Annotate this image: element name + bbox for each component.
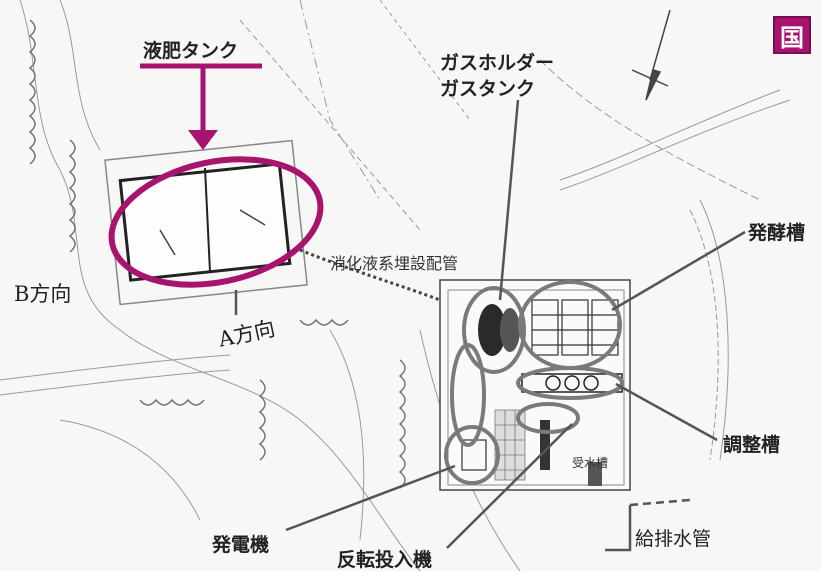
liquid-fertilizer-tank-structure (104, 139, 308, 306)
slope-edge-marks (28, 19, 406, 489)
category-badge: 国 (773, 16, 811, 54)
label-digestate-pipe: 消化液系埋設配管 (330, 254, 459, 273)
label-reverse-feeder: 反転投入機 (337, 549, 433, 571)
fertilizer-tank-highlight (108, 156, 324, 288)
digestate-pipe-line (299, 248, 441, 302)
label-gas-tank: ガスタンク (440, 78, 536, 100)
fertilizer-tank-arrow (140, 63, 262, 150)
callout-leaders (234, 99, 746, 552)
label-generator: 発電機 (212, 534, 270, 556)
highlight-rings (444, 280, 624, 485)
label-liquid-fertilizer-tank: 液肥タンク (143, 40, 239, 62)
label-direction-b: B方向 (14, 282, 72, 306)
label-receiving-tank: 受水槽 (572, 456, 609, 470)
label-adjustment-tank: 調整槽 (723, 434, 781, 456)
label-water-pipe: 給排水管 (635, 528, 712, 550)
label-gas-holder: ガスホルダー (440, 52, 555, 74)
label-fermentation-tank: 発酵槽 (748, 222, 806, 244)
north-arrow-icon (631, 9, 671, 101)
